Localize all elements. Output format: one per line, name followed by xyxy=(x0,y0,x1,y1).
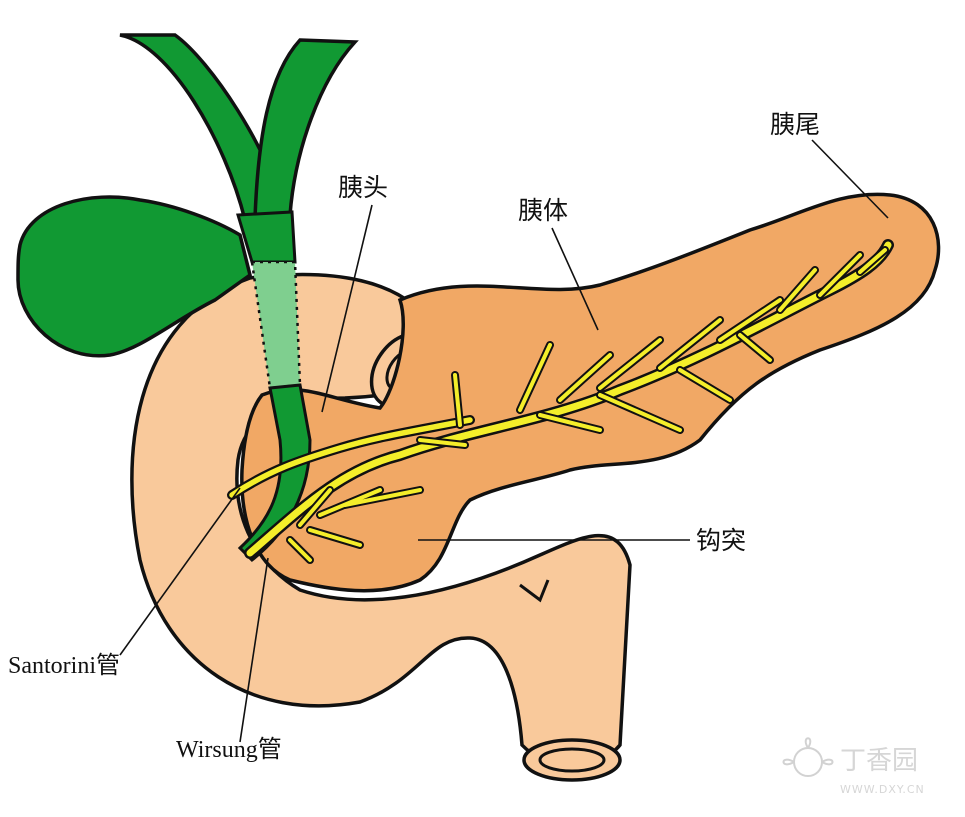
duodenum xyxy=(130,272,632,766)
watermark-url: WWW.DXY.CN xyxy=(840,783,925,796)
common-bile-duct-behind xyxy=(250,260,302,390)
label-wirsung-duct: Wirsung管 xyxy=(176,737,282,763)
label-santorini-duct: Santorini管 xyxy=(8,653,120,679)
label-uncinate-process: 钩突 xyxy=(696,526,747,555)
leader-lines xyxy=(119,139,889,743)
watermark-logo-icon xyxy=(782,737,834,777)
jejunum-opening xyxy=(522,738,622,782)
duct-branches xyxy=(286,246,889,564)
label-pancreatic-tail: 胰尾 xyxy=(770,110,821,139)
gallbladder xyxy=(16,195,252,358)
label-pancreatic-body: 胰体 xyxy=(518,196,569,225)
label-pancreatic-head: 胰头 xyxy=(338,173,389,202)
watermark-name: 丁香园 xyxy=(840,746,919,776)
common-bile-duct-lower xyxy=(237,383,312,563)
